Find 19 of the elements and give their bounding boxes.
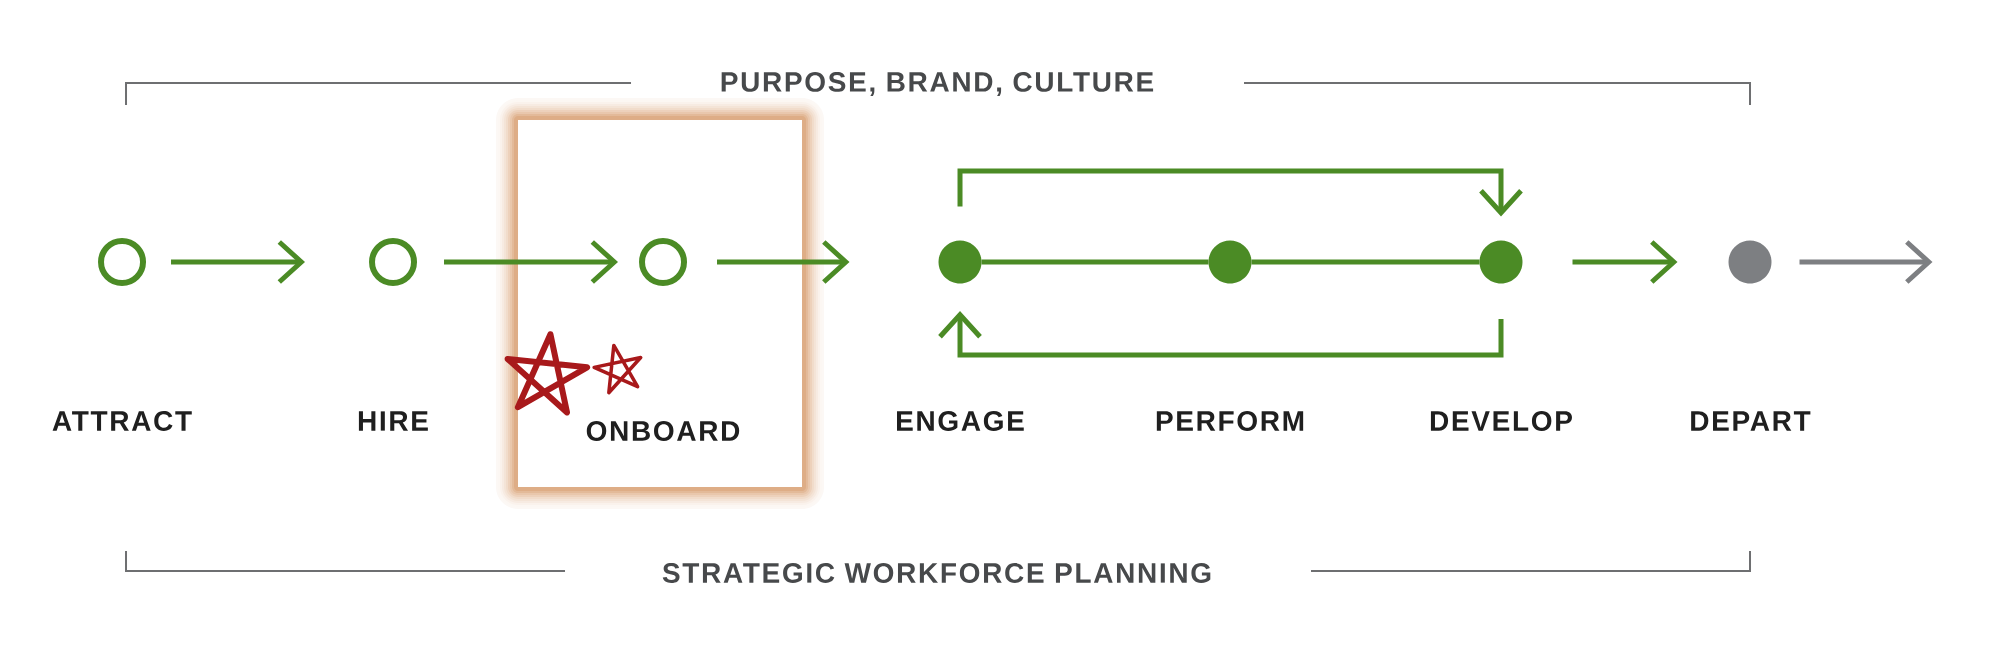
stage-label: HIRE xyxy=(358,411,428,431)
stage-label: ONBOARD xyxy=(586,421,740,441)
connector-line xyxy=(981,259,1209,265)
stage-label: DEPART xyxy=(1691,411,1811,431)
arrow xyxy=(444,240,618,284)
stage-label: DEVELOP xyxy=(1430,411,1572,431)
arrow xyxy=(938,311,1504,358)
stage-label: PERFORM xyxy=(1156,411,1304,431)
arrow xyxy=(957,168,1523,217)
connector-line xyxy=(1251,259,1480,265)
arrow xyxy=(1799,240,1933,284)
highlight-box xyxy=(496,98,824,509)
arrow xyxy=(717,240,850,284)
stage-label: ATTRACT xyxy=(52,411,192,431)
bracket-label: STRATEGIC WORKFORCE PLANNING xyxy=(662,563,1211,583)
arrow xyxy=(171,240,305,284)
stage-label: ENGAGE xyxy=(897,411,1024,431)
bracket-label: PURPOSE, BRAND, CULTURE xyxy=(721,72,1154,96)
arrow xyxy=(1572,240,1678,284)
